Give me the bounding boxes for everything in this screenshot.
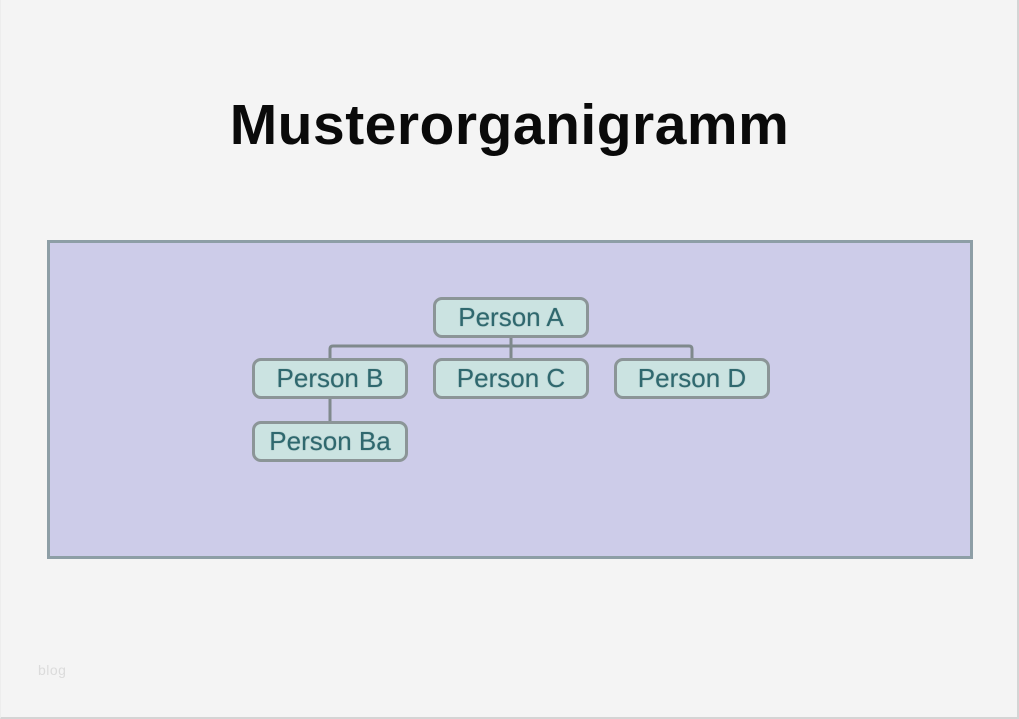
orgchart-panel: Person A Person B Person C Person D Pers… [47,240,973,559]
page-title: Musterorganigramm [229,93,790,158]
org-node-person-b: Person B [252,358,408,399]
connector-rail-b-to-d [328,344,694,358]
org-node-person-ba: Person Ba [252,421,408,462]
org-node-person-a: Person A [433,297,589,338]
watermark-text: blog [38,662,67,678]
org-node-person-d: Person D [614,358,770,399]
orgchart-connector-lines [328,338,694,421]
org-node-person-c: Person C [433,358,589,399]
